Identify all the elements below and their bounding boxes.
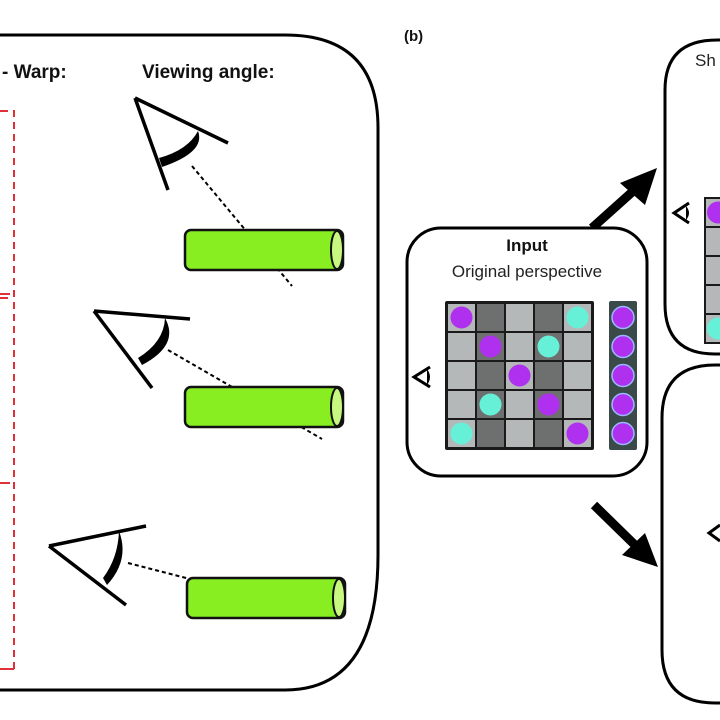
cyan-dot bbox=[479, 393, 502, 416]
grid-cell bbox=[448, 362, 475, 389]
input-side-column bbox=[609, 301, 637, 450]
grid-cell bbox=[477, 304, 504, 331]
grid-cell bbox=[564, 333, 591, 360]
grid-cell bbox=[706, 286, 720, 313]
rod-middle bbox=[183, 385, 345, 429]
grid-cell bbox=[535, 304, 562, 331]
arrow-down-right-icon bbox=[590, 501, 658, 567]
bottom-output-eye-icon bbox=[706, 523, 720, 543]
eye-icon-steep bbox=[133, 96, 229, 191]
input-title: Input bbox=[506, 236, 548, 255]
grid-cell bbox=[564, 391, 591, 418]
grid-cell bbox=[477, 420, 504, 447]
grid-cell bbox=[448, 391, 475, 418]
warp-label: - Warp: bbox=[2, 62, 67, 83]
grid-cell bbox=[706, 257, 720, 284]
grid-cell bbox=[506, 333, 533, 360]
sight-line-steep bbox=[191, 165, 293, 287]
purple-side-dot bbox=[611, 392, 635, 417]
grid-cell bbox=[477, 362, 504, 389]
purple-dot bbox=[450, 306, 473, 329]
grid-cell bbox=[535, 362, 562, 389]
top-output-eye-icon bbox=[671, 201, 690, 225]
grid-cell bbox=[506, 304, 533, 331]
eye-icon-shallow bbox=[47, 524, 147, 607]
purple-side-dot bbox=[611, 305, 635, 330]
viewing-angle-label: Viewing angle: bbox=[142, 62, 275, 83]
bottom-output-box bbox=[660, 363, 720, 705]
panel-b-tag: (b) bbox=[404, 28, 423, 45]
arrow-up-right-icon bbox=[588, 168, 657, 232]
grid-cell bbox=[448, 333, 475, 360]
input-box: Input Original perspective bbox=[405, 226, 649, 478]
cyan-dot bbox=[566, 306, 589, 329]
purple-dot bbox=[537, 393, 560, 416]
purple-side-dot bbox=[611, 363, 635, 388]
top-output-title: Sh bbox=[695, 51, 716, 70]
cyan-dot bbox=[537, 335, 560, 358]
cyan-dot bbox=[450, 422, 473, 445]
panel-a: - Warp: Viewing angle: bbox=[0, 33, 380, 692]
top-output-box: Sh bbox=[663, 38, 720, 356]
top-output-grid bbox=[704, 197, 720, 344]
eye-icon-medium bbox=[92, 309, 191, 390]
grid-cell bbox=[506, 420, 533, 447]
purple-side-dot bbox=[611, 421, 635, 446]
rod-bottom bbox=[185, 576, 347, 620]
input-grid bbox=[445, 301, 594, 450]
warp-bracket bbox=[0, 110, 15, 670]
purple-dot bbox=[479, 335, 502, 358]
purple-dot bbox=[707, 201, 720, 224]
cyan-dot bbox=[707, 317, 720, 340]
purple-dot bbox=[508, 364, 531, 387]
grid-cell bbox=[535, 420, 562, 447]
panel-b: (b) Input Original perspective Sh bbox=[404, 28, 720, 705]
grid-cell bbox=[564, 362, 591, 389]
grid-cell bbox=[506, 391, 533, 418]
purple-dot bbox=[566, 422, 589, 445]
grid-cell bbox=[706, 228, 720, 255]
input-subtitle: Original perspective bbox=[452, 262, 602, 281]
input-eye-icon bbox=[411, 365, 431, 389]
rod-top bbox=[183, 228, 345, 272]
panel-a-frame bbox=[0, 33, 380, 692]
purple-side-dot bbox=[611, 334, 635, 359]
